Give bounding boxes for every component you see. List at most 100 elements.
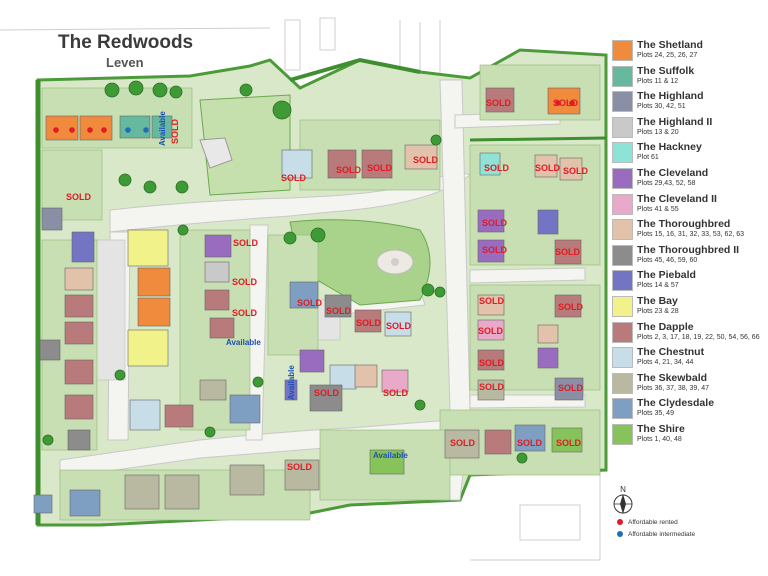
sold-label: SOLD [356, 318, 382, 328]
legend-swatch [612, 423, 633, 445]
sold-label: SOLD [281, 173, 307, 183]
sold-label: SOLD [383, 388, 409, 398]
legend-plots: Plots 45, 46, 59, 60 [637, 256, 698, 264]
sold-label: SOLD [287, 462, 313, 472]
available-label: Available [287, 365, 296, 400]
legend-house-name: The Thoroughbred II [637, 243, 740, 256]
legend-plots: Plots 14 & 57 [637, 282, 679, 290]
sold-label: SOLD [367, 163, 393, 173]
legend-house-name: The Shetland [637, 39, 703, 51]
key-label: Affordable rented [628, 518, 678, 526]
legend-swatch [612, 321, 633, 343]
legend-house-name: The Cleveland II [637, 192, 717, 205]
affordable-intermediate-dot-icon [617, 531, 623, 537]
legend-plots: Plots 23 & 28 [637, 307, 679, 315]
sold-label: SOLD [314, 388, 340, 398]
legend-plots: Plots 35, 49 [637, 410, 674, 418]
legend-plots: Plots 13 & 20 [637, 128, 679, 136]
sold-label: SOLD [484, 163, 510, 173]
legend-plots: Plots 2, 3, 17, 18, 19, 22, 50, 54, 56, … [637, 333, 760, 341]
sold-label: SOLD [478, 326, 504, 336]
key-row-affordable-intermediate: Affordable intermediate [617, 528, 695, 540]
legend-plots: Plots 4, 21, 34, 44 [637, 359, 694, 367]
sold-label: SOLD [553, 98, 579, 108]
sold-label: SOLD [66, 192, 92, 202]
sold-label: SOLD [233, 238, 259, 248]
sold-label: SOLD [558, 383, 584, 393]
legend-plots: Plot 61 [637, 154, 659, 162]
legend-house-name: The Highland II [637, 115, 713, 128]
sold-label: SOLD [479, 296, 505, 306]
legend-plots: Plots 24, 25, 26, 27 [637, 52, 698, 60]
legend-swatch [612, 65, 633, 87]
affordable-key: Affordable rented Affordable intermediat… [617, 516, 695, 540]
legend-house-name: The Hackney [637, 141, 702, 154]
legend-house-name: The Thoroughbred [637, 218, 731, 231]
legend-house-name: The Clydesdale [637, 397, 715, 410]
legend-plots: Plots 30, 42, 51 [637, 103, 686, 111]
sold-label: SOLD [326, 306, 352, 316]
legend-swatch [612, 347, 633, 369]
key-row-affordable-rented: Affordable rented [617, 516, 695, 528]
sold-label: SOLD [479, 382, 505, 392]
legend-swatch [612, 40, 633, 61]
sold-label: SOLD [479, 358, 505, 368]
sold-label: SOLD [555, 247, 581, 257]
compass-north-label: N [620, 485, 626, 494]
legend-swatch [612, 372, 633, 394]
sold-label: SOLD [535, 163, 561, 173]
legend-swatch [612, 244, 633, 266]
available-label: Available [373, 451, 408, 460]
sold-label: SOLD [486, 98, 512, 108]
sold-label: SOLD [517, 438, 543, 448]
legend-swatch [612, 398, 633, 420]
sold-label: SOLD [482, 218, 508, 228]
north-arrow-icon: N [613, 485, 633, 514]
legend-swatch [612, 167, 633, 189]
sold-label: SOLD [232, 308, 258, 318]
legend-house-name: The Cleveland [637, 166, 709, 179]
legend-swatch [612, 142, 633, 164]
legend-swatch [612, 219, 633, 241]
site-title: The Redwoods [58, 32, 194, 53]
sold-label: SOLD [563, 166, 589, 176]
sold-label: SOLD [413, 155, 439, 165]
legend-swatch [612, 295, 633, 317]
legend-swatch [612, 91, 633, 113]
legend-house-name: The Skewbald [637, 371, 708, 384]
sold-label: SOLD [297, 298, 323, 308]
legend-swatch [612, 193, 633, 215]
site-subtitle: Leven [106, 55, 144, 70]
site-map [0, 17, 608, 561]
sold-label: SOLD [336, 165, 362, 175]
sold-label: SOLD [450, 438, 476, 448]
legend-plots: Plots 41 & 55 [637, 205, 679, 213]
